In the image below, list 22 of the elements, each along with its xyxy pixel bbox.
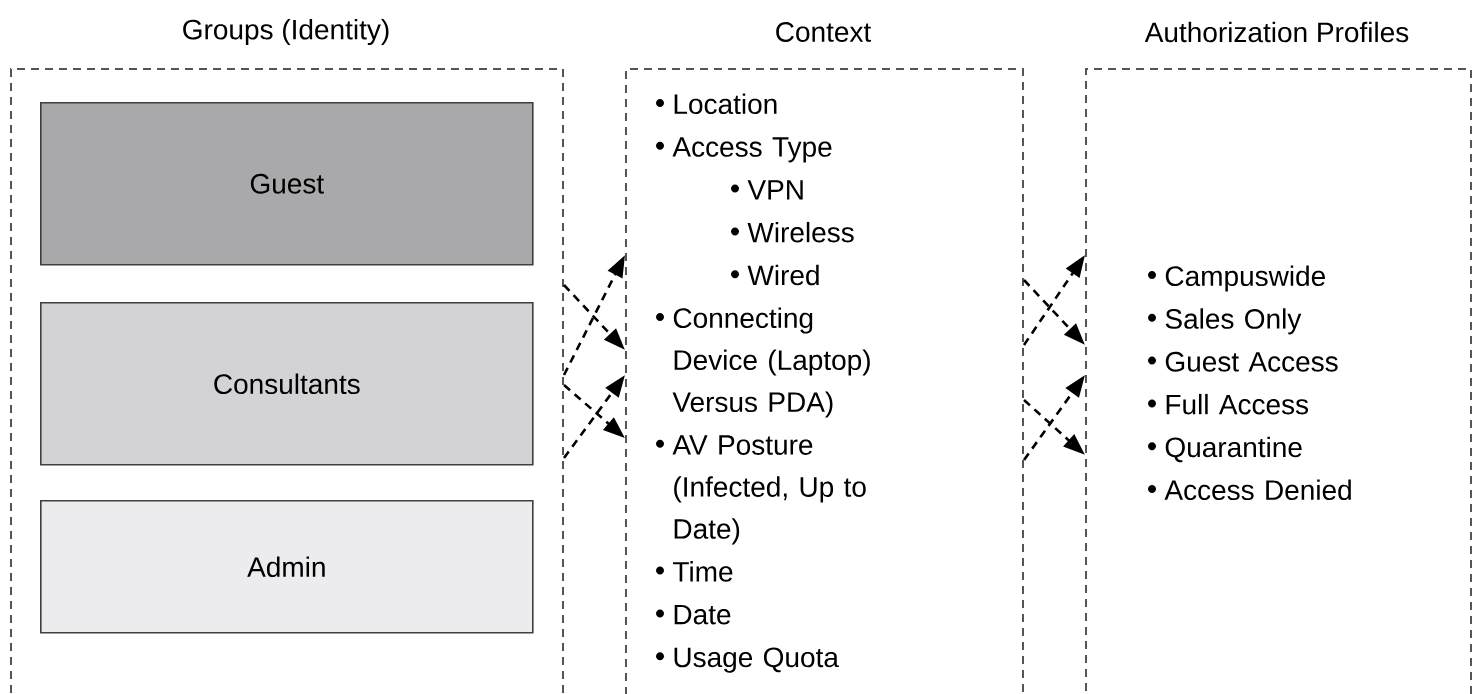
panel-heading: Authorization Profiles — [1144, 21, 1409, 43]
bullet-item: Full Access — [1166, 393, 1309, 415]
bullet-item: Time — [673, 561, 733, 582]
group-box: Consultants — [40, 302, 534, 466]
bullet-item: Access Denied — [1164, 479, 1351, 501]
bullet-item: Usage Quota — [674, 647, 839, 673]
bullet-item: Wireless — [747, 221, 854, 243]
group-box: Guest — [40, 102, 534, 266]
bullet-item: Quarantine — [1165, 436, 1302, 463]
panel-heading: Groups (Identity) — [183, 18, 389, 46]
bullet-item: VPN — [747, 180, 803, 200]
bullet-item: Connecting Device (Laptop) Versus PDA) — [672, 307, 870, 418]
panel-heading: Context — [776, 22, 872, 42]
bullet-item: Sales Only — [1165, 308, 1302, 335]
bullet-item: Guest Access — [1165, 351, 1338, 372]
bullet-item: Access Type — [672, 137, 832, 163]
bullet-item: AV Posture (Infected, Up to Date) — [672, 435, 866, 545]
bullet-item: Date — [674, 604, 731, 625]
bullet-item: Location — [674, 93, 777, 115]
group-box: Admin — [40, 500, 534, 634]
bullet-item: Campuswide — [1165, 265, 1325, 292]
bullet-item: Wired — [747, 264, 819, 286]
